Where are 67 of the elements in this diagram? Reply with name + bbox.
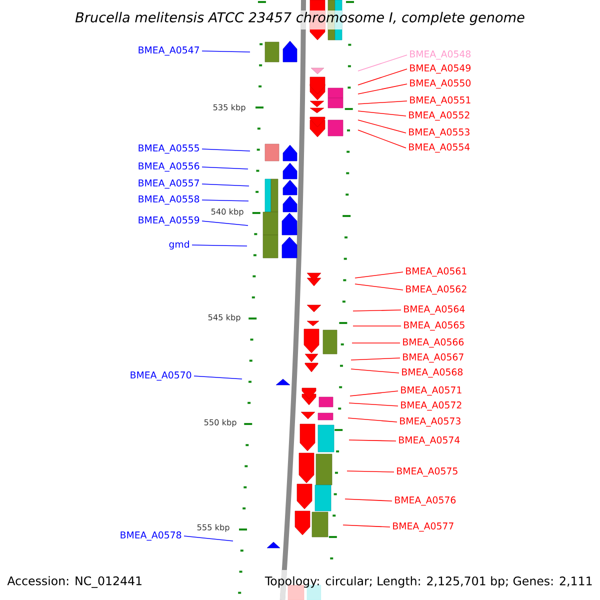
gene-label: BMEA_A0567 [403, 353, 464, 363]
leader-line [354, 272, 404, 278]
gene-label: BMEA_A0551 [410, 96, 470, 106]
leader-line [348, 402, 398, 406]
gene-label: BMEA_A0553 [409, 128, 470, 138]
leader-line [354, 284, 404, 290]
gene-label: BMEA_A0568 [402, 368, 463, 378]
leader-line [358, 54, 408, 72]
gene-label: gmd [169, 240, 189, 250]
gene-label: BMEA_A0572 [401, 401, 462, 411]
gene-label: BMEA_A0550 [410, 79, 471, 89]
scale-label: 535 kbp [213, 104, 246, 112]
leader-line [358, 110, 406, 116]
leader-line [184, 536, 234, 542]
scale-label: 540 kbp [211, 208, 244, 216]
gene-label: BMEA_A0565 [404, 321, 464, 331]
gene-label: BMEA_A0574 [399, 436, 460, 446]
leader-line [346, 470, 394, 472]
leader-line [358, 120, 406, 134]
gene-label: BMEA_A0562 [406, 285, 466, 295]
gene-label: BMEA_A0548 [410, 50, 471, 60]
scale-label: 555 kbp [197, 524, 230, 532]
gene-label: BMEA_A0549 [410, 64, 471, 74]
map-title: Brucella melitensis ATCC 23457 chromosome I, complete genome [75, 12, 524, 26]
gene-label: BMEA_A0556 [138, 162, 200, 172]
gene-label: BMEA_A0573 [400, 417, 460, 427]
leader-line [344, 498, 392, 502]
leader-line [202, 166, 248, 170]
scale-label: 550 kbp [204, 419, 236, 427]
leader-line [350, 368, 400, 374]
leader-line [348, 440, 396, 442]
leader-line [352, 342, 400, 344]
gene-label: BMEA_A0561 [406, 267, 466, 277]
leader-line [348, 418, 398, 422]
gene-label: BMEA_A0577 [393, 522, 454, 532]
leader-line [202, 220, 248, 226]
scale-label: 545 kbp [208, 314, 240, 322]
genome-info-text: Accession: NC_012441 [7, 576, 142, 588]
gene-label: BMEA_A0571 [401, 386, 462, 396]
leader-line [358, 130, 406, 148]
leader-line [358, 84, 408, 94]
gene-label: BMEA_A0557 [138, 179, 199, 189]
gene-label: BMEA_A0547 [138, 46, 199, 56]
leader-line [350, 390, 398, 396]
gene-label: BMEA_A0554 [409, 143, 470, 153]
leader-line [358, 68, 408, 86]
gene-label: BMEA_A0570 [130, 371, 192, 381]
gene-label: BMEA_A0575 [397, 467, 458, 477]
gene-label: BMEA_A0566 [403, 338, 464, 348]
leader-line [202, 50, 250, 52]
gene-label: BMEA_A0578 [120, 531, 182, 541]
leader-line [202, 148, 250, 152]
leader-line [352, 310, 402, 312]
gene-label: BMEA_A0559 [138, 216, 200, 226]
genome-info-text: Topology: circular; Length: 2,125,701 bp; Genes: 2,111 [264, 576, 592, 588]
gene-label: BMEA_A0558 [138, 195, 200, 205]
leader-line [194, 376, 242, 380]
leader-line [192, 244, 248, 246]
gene-label: BMEA_A0555 [138, 144, 199, 154]
leader-line [350, 358, 400, 360]
gene-label: BMEA_A0576 [395, 496, 456, 506]
leader-line [342, 524, 390, 528]
leader-line [202, 200, 249, 202]
leader-line [358, 100, 408, 104]
gene-label: BMEA_A0552 [409, 111, 470, 121]
leader-line [202, 184, 250, 186]
gene-label: BMEA_A0564 [404, 305, 465, 315]
